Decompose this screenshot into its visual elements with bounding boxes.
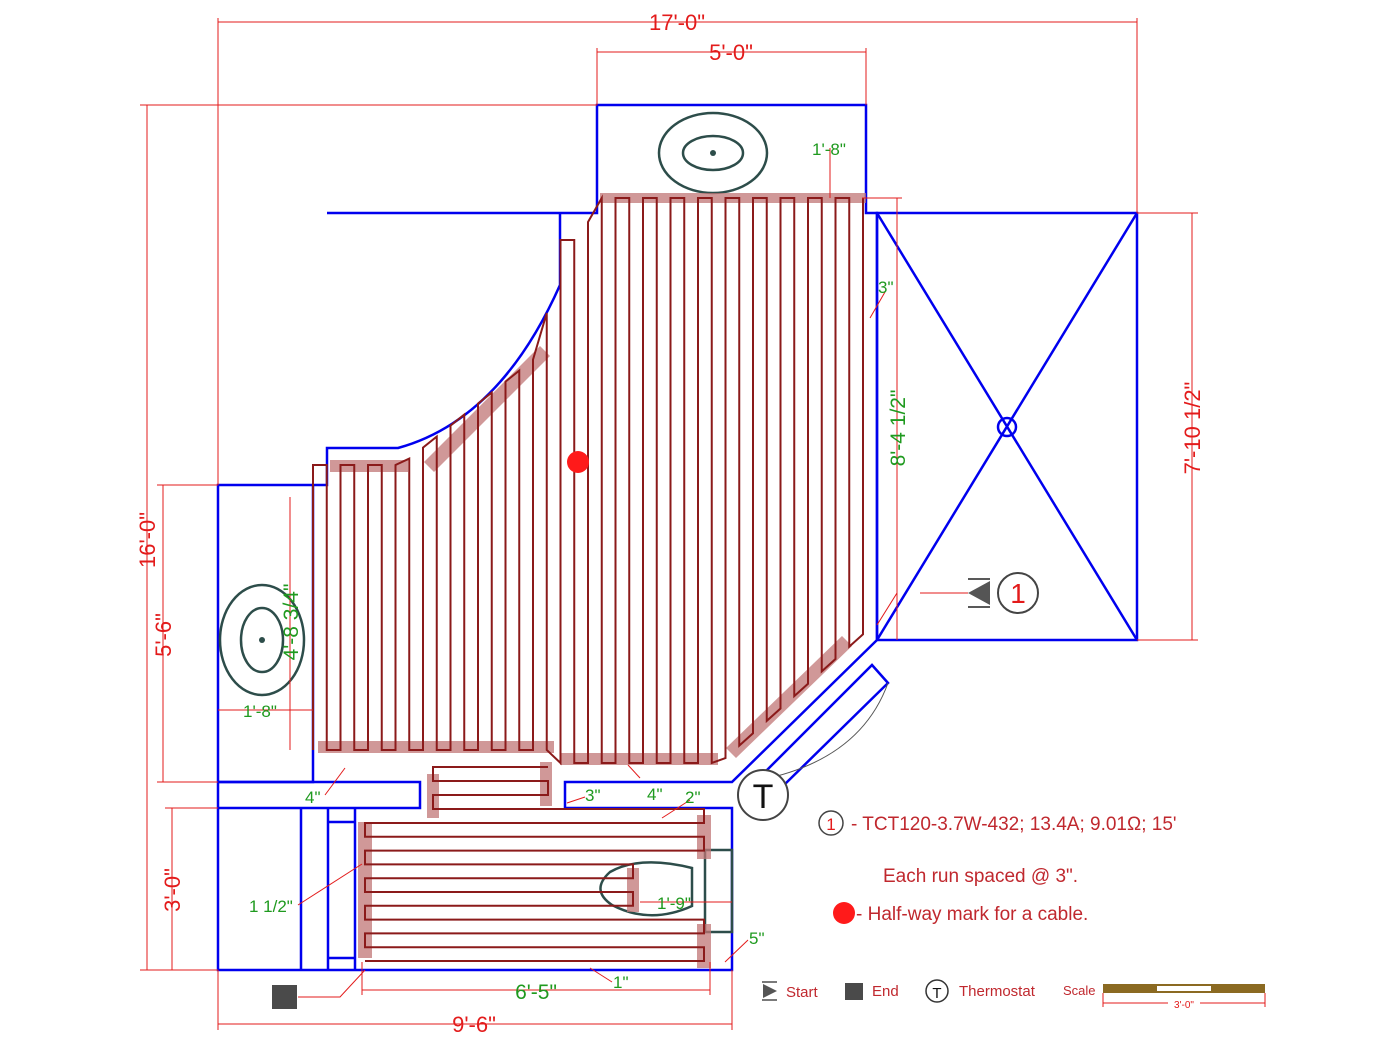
dimension-labels: 17'-0" 5'-0" 16'-0" 5'-6" 3'-0" 7'-10 1/…: [135, 10, 1205, 1037]
legend-scale-label: Scale: [1063, 983, 1096, 998]
shower-drain-line: [875, 212, 1139, 641]
dim-shower-height: 7'-10 1/2": [1180, 382, 1205, 475]
thermostat-marker: T: [737, 769, 789, 821]
dim-bottom-left-gap: 1 1/2": [249, 897, 293, 916]
legend-scale-value: 3'-0": [1174, 1000, 1194, 1011]
legend-spacing-note: Each run spaced @ 3".: [883, 866, 1078, 887]
sink-left-basin: [239, 606, 285, 674]
end-marker-icon: [272, 985, 297, 1009]
start-marker: 1: [968, 572, 1039, 614]
legend-thermostat-icon: [925, 979, 949, 1003]
door: [765, 663, 890, 788]
dim-mid-gap-4: 4": [647, 785, 663, 804]
legend: 1 - TCT120-3.7W-432; 13.4A; 9.01Ω; 15' E…: [762, 810, 1266, 1011]
sink-top-basin: [681, 134, 745, 172]
dim-overall-height: 16'-0": [135, 512, 160, 568]
halfway-mark: [567, 451, 589, 473]
legend-halfway-icon: [833, 902, 855, 924]
legend-halfway-note: - Half-way mark for a cable.: [856, 904, 1088, 925]
sink-drain-icon: [259, 637, 265, 643]
legend-cable-circle: [818, 810, 844, 836]
toilet-tank: [703, 848, 734, 934]
dim-sink-top-offset: 1'-8": [812, 140, 846, 159]
door-swing: [759, 682, 889, 781]
start-icon: [968, 581, 990, 605]
dim-bottom-room-height: 3'-0": [160, 868, 185, 912]
thermostat-letter: T: [753, 778, 774, 816]
dimension-lines: [140, 18, 1198, 1030]
dim-bottom-gap: 1": [613, 973, 629, 992]
legend-start-label: Start: [786, 984, 819, 1001]
legend-thermostat-letter: T: [932, 985, 941, 1002]
dim-run-height-left: 4'-8 3/4": [280, 584, 303, 661]
legend-cable-spec: - TCT120-3.7W-432; 13.4A; 9.01Ω; 15': [851, 814, 1177, 835]
sink-drain-icon: [710, 150, 716, 156]
dim-bottom-width: 9'-6": [452, 1012, 496, 1037]
dim-toilet-offset: 1'-9": [657, 894, 691, 913]
legend-start-icon: [763, 984, 777, 998]
legend-thermostat-label: Thermostat: [959, 983, 1036, 1000]
dim-mid-gap-3: 3": [585, 786, 601, 805]
shower-outline: [875, 211, 1139, 642]
heating-cable-main: [312, 194, 864, 766]
wall-segment: [218, 780, 422, 810]
dim-left-room-height: 5'-6": [151, 613, 176, 657]
dim-sink-left-offset: 1'-8": [243, 702, 277, 721]
dim-mid-gap-2: 2": [685, 788, 701, 807]
shower-drain-icon: [996, 416, 1018, 438]
legend-cable-number: 1: [826, 815, 835, 834]
dim-right-gap: 5": [749, 929, 765, 948]
heating-cable-bottom: [364, 766, 705, 962]
dim-overall-width: 17'-0": [649, 10, 705, 35]
sink-left: [218, 583, 306, 697]
walls: [216, 103, 1139, 972]
legend-end-icon: [845, 983, 863, 1000]
dim-shower-gap: 3": [878, 278, 894, 297]
cable-number: 1: [1010, 578, 1026, 609]
dim-left-gap: 4": [305, 788, 321, 807]
dim-run-height-main: 8'-4 1/2": [887, 390, 910, 467]
dim-alcove-width: 5'-0": [709, 40, 753, 65]
legend-end-label: End: [872, 983, 899, 1000]
cable-bends: [318, 193, 866, 968]
cable-number-circle: [997, 572, 1039, 614]
dim-bottom-run-length: 6'-5": [515, 981, 557, 1004]
